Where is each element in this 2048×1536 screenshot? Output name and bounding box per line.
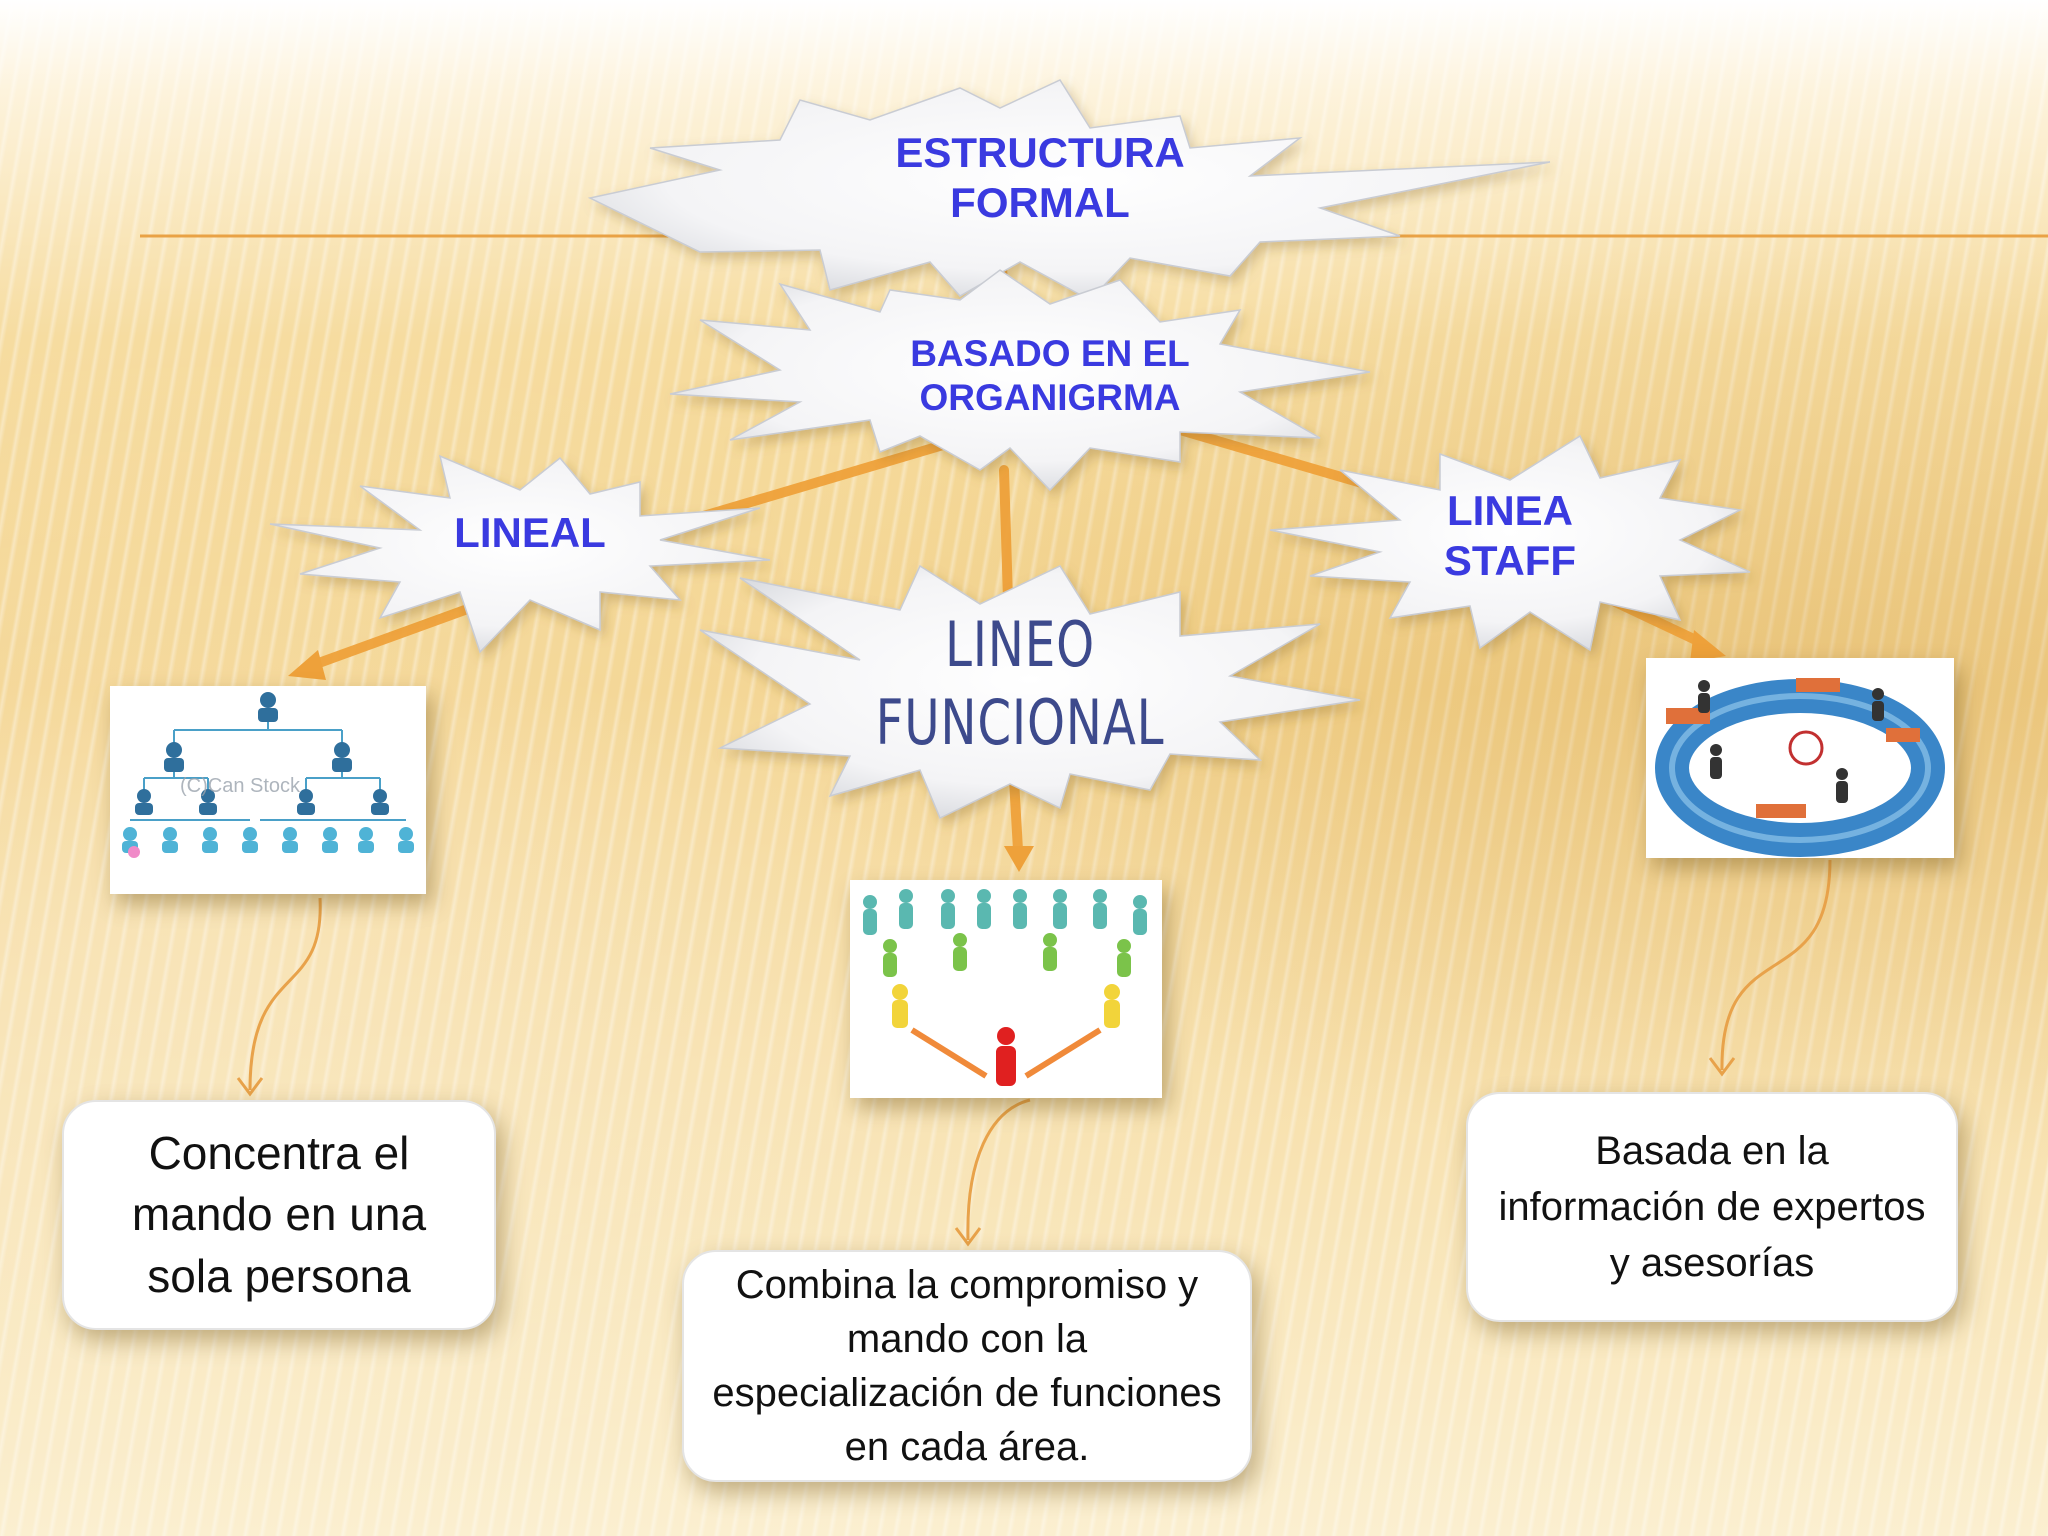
lineal-label: LINEAL (454, 509, 606, 556)
funcional-description: Combina la compromiso y mando con la esp… (712, 1263, 1222, 1469)
basis-line2: ORGANIGRMA (919, 377, 1181, 419)
funnel-people-icon (863, 889, 1147, 1086)
arrowhead-lineal (288, 650, 326, 680)
basis-label: BASADO EN EL ORGANIGRMA (850, 332, 1250, 421)
lineal-org-chart-image: (C)Can Stock (110, 686, 426, 894)
connector-funcional-image (1009, 775, 1023, 855)
lineo-line1: LINEO (945, 608, 1095, 681)
staff-process-image (1646, 658, 1954, 858)
circular-process-people-icon (1655, 678, 1945, 857)
staff-description-card: Basada en la información de expertos y a… (1466, 1092, 1958, 1322)
curve-head-staff (1708, 1057, 1736, 1077)
curve-staff-desc (1720, 859, 1832, 1071)
staff-description: Basada en la información de expertos y a… (1498, 1129, 1926, 1285)
lineal-description: Concentra el mando en una sola persona (131, 1127, 427, 1302)
title-label: ESTRUCTURA FORMAL (830, 128, 1250, 229)
lineo-line2: FUNCIONAL (875, 685, 1165, 759)
star-estructura (587, 79, 1551, 301)
star-lineo-funcional (699, 564, 1361, 820)
org-chart-people-icon: (C)Can Stock (122, 692, 414, 858)
staff-line1: LINEA (1447, 487, 1573, 534)
staff-line2: STAFF (1443, 537, 1577, 585)
staff-label: LINEA STAFF (1380, 486, 1640, 587)
curve-lineal-desc (248, 897, 322, 1091)
title-line2: FORMAL (950, 179, 1130, 227)
star-linea-staff (1269, 434, 1751, 652)
curve-head-lineal (236, 1077, 264, 1097)
funcional-funnel-image (850, 880, 1162, 1098)
basis-line1: BASADO EN EL (910, 333, 1190, 374)
watermark: (C)Can Stock (180, 775, 301, 797)
star-basado (669, 269, 1371, 492)
arrowhead-funcional (1004, 846, 1034, 872)
star-lineal (269, 454, 771, 654)
curve-funcional-desc (966, 1098, 1031, 1241)
arrowhead-staff (1690, 630, 1726, 662)
connector-basis-funcional (999, 465, 1013, 605)
curve-head-funcional (954, 1227, 982, 1247)
lineo-funcional-label: LINEO FUNCIONAL (848, 606, 1191, 761)
lineal-description-card: Concentra el mando en una sola persona (62, 1100, 496, 1330)
title-line1: ESTRUCTURA (895, 129, 1185, 176)
connector-basis-lineal (685, 435, 965, 525)
funcional-description-card: Combina la compromiso y mando con la esp… (682, 1250, 1252, 1482)
